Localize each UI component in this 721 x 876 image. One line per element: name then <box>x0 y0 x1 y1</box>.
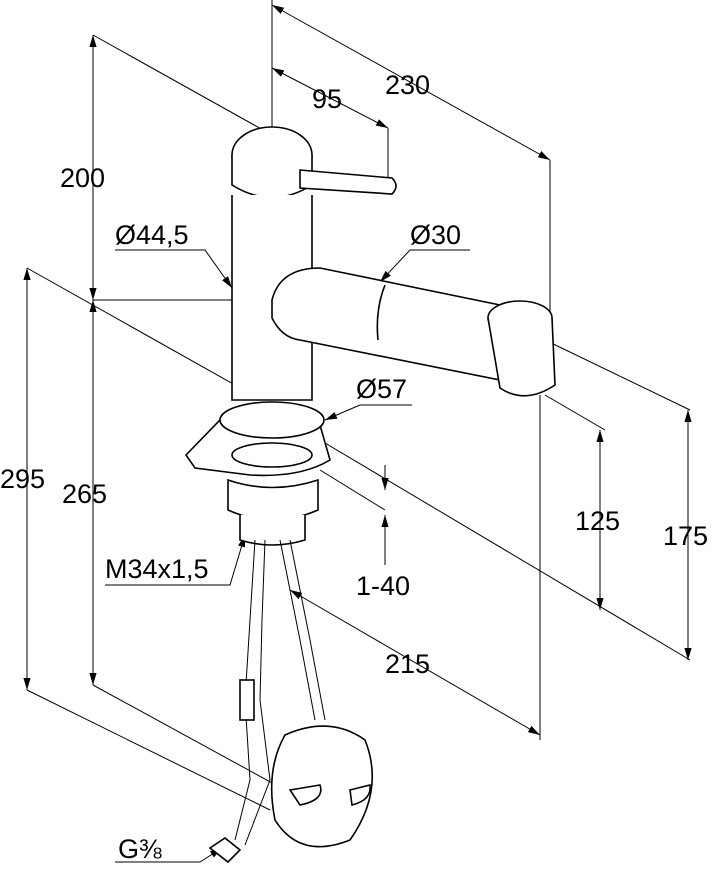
label-295: 295 <box>0 464 45 494</box>
label-175: 175 <box>663 521 708 551</box>
label-215: 215 <box>385 649 430 679</box>
label-265: 265 <box>62 479 107 509</box>
label-1-40: 1-40 <box>356 571 410 601</box>
label-d57: Ø57 <box>356 374 407 404</box>
label-thread: M34x1,5 <box>105 554 209 584</box>
label-125: 125 <box>575 506 620 536</box>
extension-lines <box>26 0 691 811</box>
label-d30: Ø30 <box>410 220 461 250</box>
label-200: 200 <box>60 163 105 193</box>
label-95: 95 <box>312 84 342 114</box>
label-d44-5: Ø44,5 <box>115 220 189 250</box>
dimension-labels: 230 95 200 Ø44,5 Ø30 Ø57 295 265 125 175… <box>0 70 708 864</box>
label-230: 230 <box>385 70 430 100</box>
dimension-lines <box>23 4 692 863</box>
label-connection: G⅜ <box>118 834 162 864</box>
faucet-outline <box>184 126 556 864</box>
